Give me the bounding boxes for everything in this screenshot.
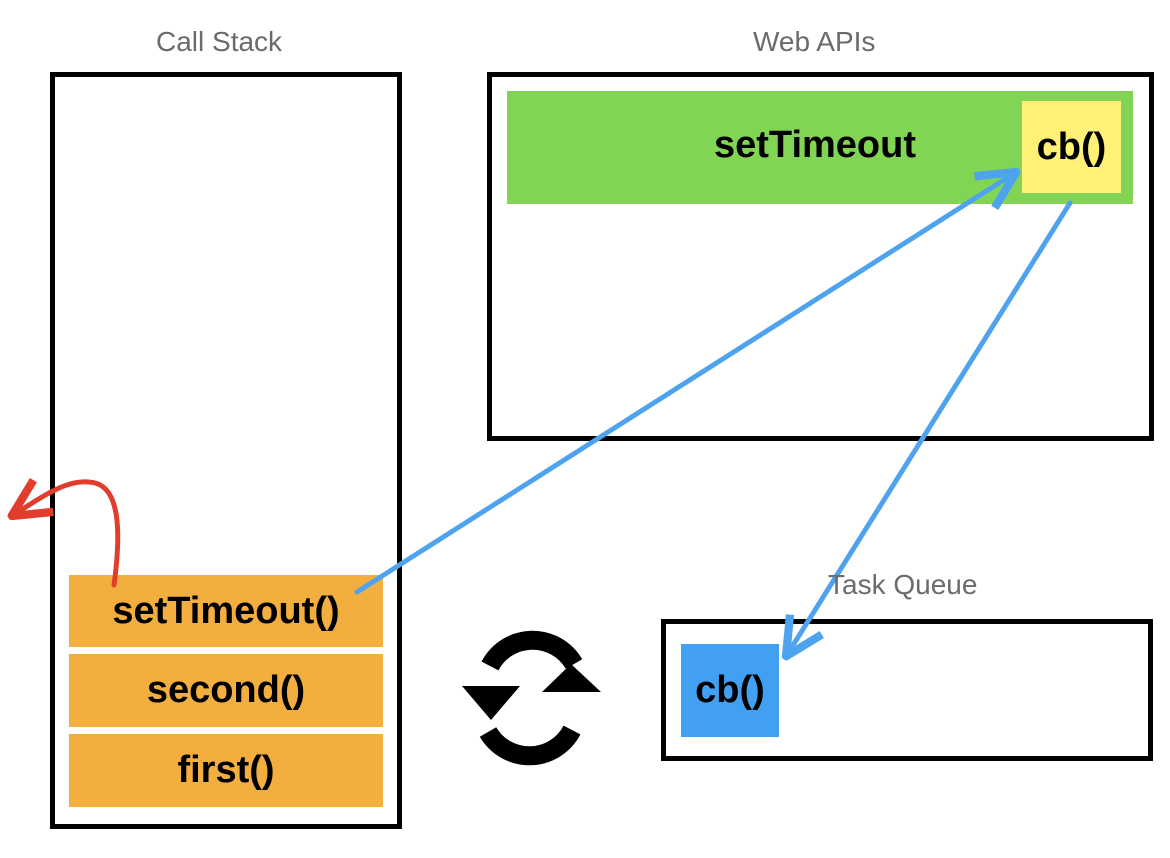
callback-in-task-queue: cb() bbox=[681, 644, 779, 737]
web-apis-title: Web APIs bbox=[753, 26, 876, 57]
stack-frame-second: second() bbox=[69, 654, 383, 727]
stack-frame-settimeout: setTimeout() bbox=[69, 575, 383, 647]
call-stack-title: Call Stack bbox=[156, 26, 283, 57]
callback-in-web-api: cb() bbox=[1022, 101, 1121, 193]
timer-label: setTimeout bbox=[714, 124, 917, 166]
task-queue-title: Task Queue bbox=[828, 569, 978, 600]
event-loop-refresh-icon bbox=[462, 630, 601, 766]
stack-frame-first: first() bbox=[69, 734, 383, 807]
